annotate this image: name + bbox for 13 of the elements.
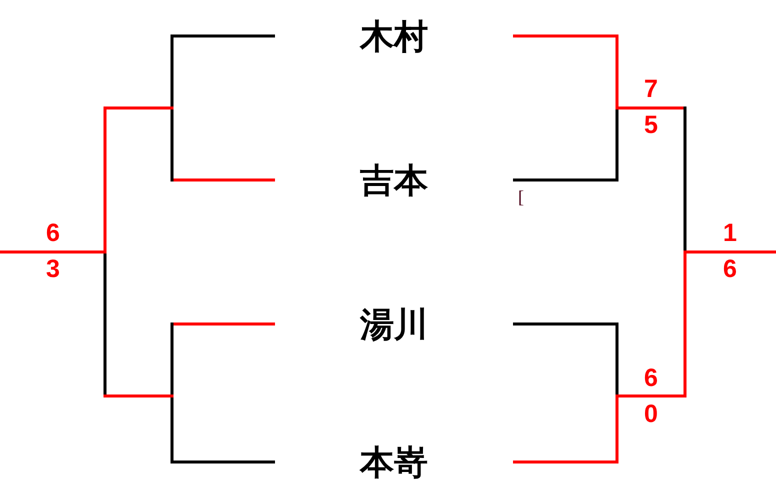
player-name: 吉本	[360, 164, 428, 198]
player-name: 木村	[360, 20, 428, 54]
score-label: 3	[46, 256, 60, 282]
score-label: 6	[723, 256, 737, 282]
score-label: 1	[723, 220, 737, 246]
score-label: 6	[46, 220, 60, 246]
player-name: 湯川	[360, 308, 428, 342]
score-label: 0	[644, 402, 658, 426]
score-label: 7	[644, 76, 658, 102]
text-mark: [	[518, 188, 524, 206]
score-label: 6	[644, 366, 658, 390]
score-label: 5	[644, 112, 658, 138]
player-name: 本嵜	[360, 446, 428, 480]
